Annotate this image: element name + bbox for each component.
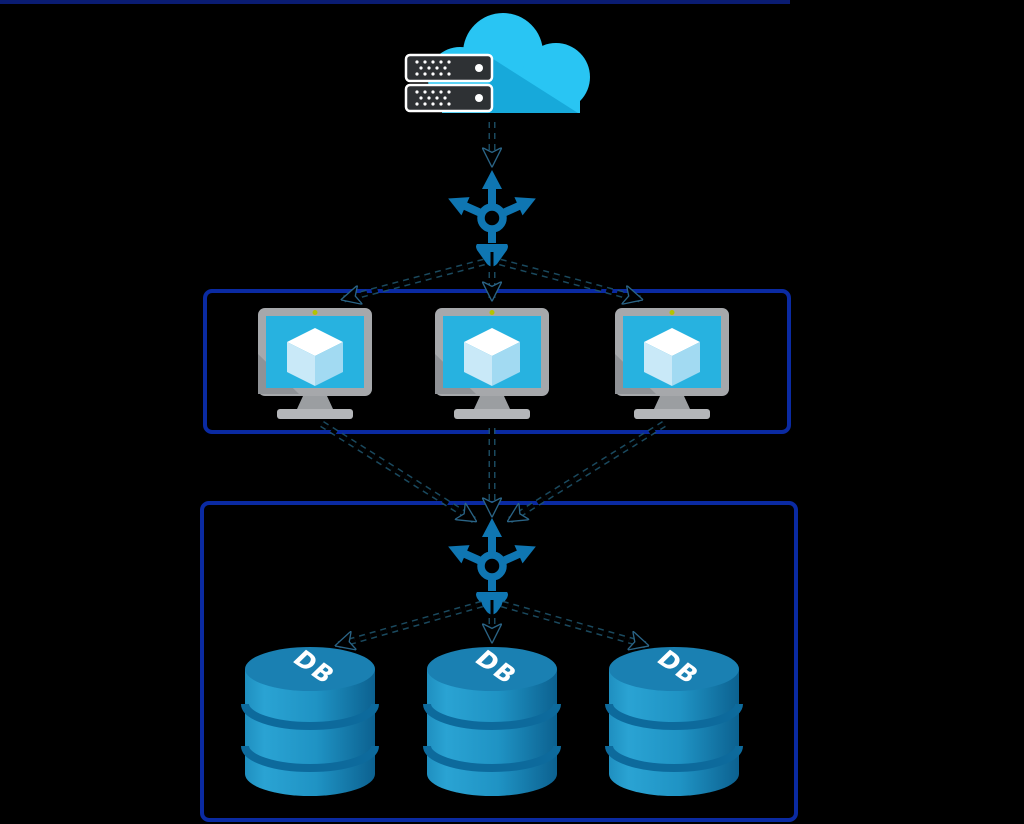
database-icon: DB xyxy=(423,644,561,796)
bottom-rule xyxy=(0,0,790,4)
load-balancer-icon xyxy=(448,518,536,617)
server-vent-dots xyxy=(415,60,451,106)
server-led xyxy=(475,94,483,102)
database-icon: DB xyxy=(241,644,379,796)
database-icon: DB xyxy=(605,644,743,796)
vm-monitor-icon xyxy=(258,308,372,419)
server-led xyxy=(475,64,483,72)
power-led xyxy=(669,310,675,315)
power-led xyxy=(312,310,318,315)
cube-icon xyxy=(287,328,343,386)
vm-monitor-icon xyxy=(435,308,549,419)
cube-icon xyxy=(644,328,700,386)
server-shadow xyxy=(490,57,578,113)
power-led xyxy=(489,310,495,315)
load-balancer-icon xyxy=(448,170,536,269)
cube-icon xyxy=(464,328,520,386)
vm-monitor-icon xyxy=(615,308,729,419)
server-rack-icon xyxy=(404,53,494,113)
